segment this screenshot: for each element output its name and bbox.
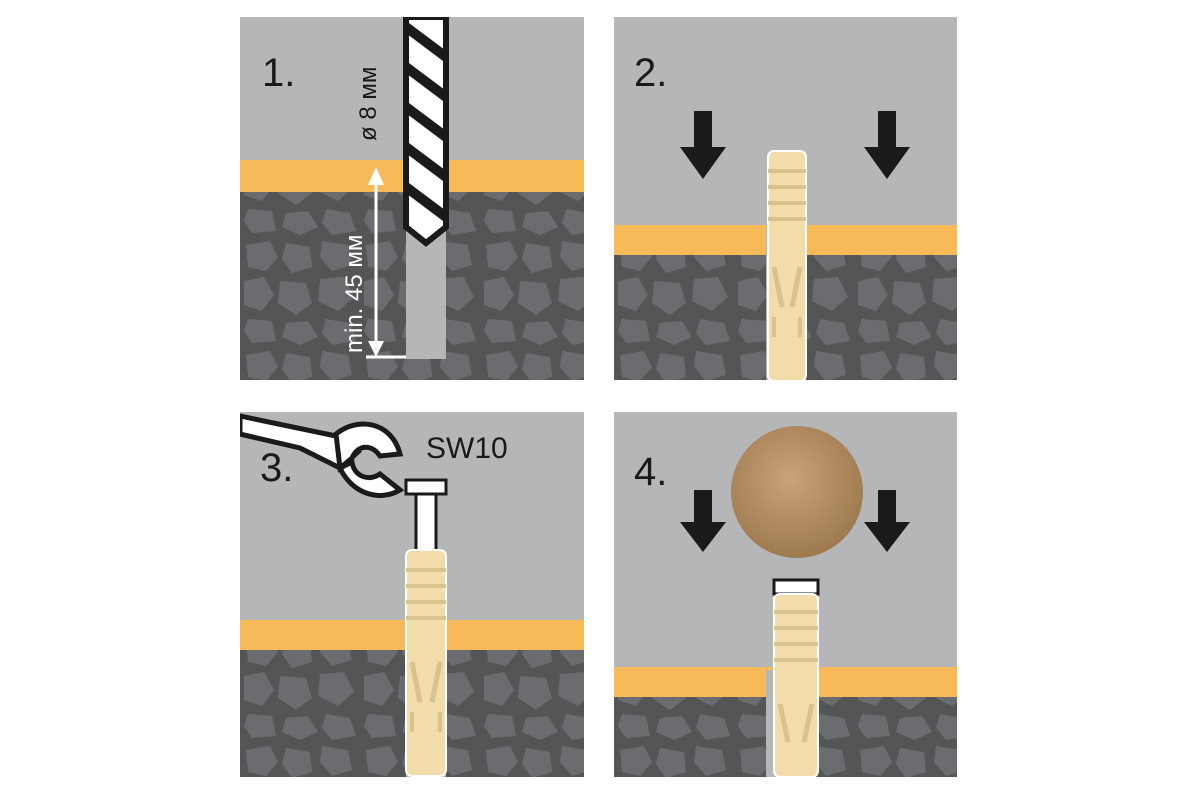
step-number: 4. xyxy=(634,450,668,494)
depth-label: min. 45 мм xyxy=(341,235,368,353)
ball-icon xyxy=(731,426,863,558)
down-arrow-icon xyxy=(864,490,910,552)
wrench-size-label: SW10 xyxy=(426,432,508,465)
step-3-illustration: SW10 xyxy=(240,413,584,777)
step-2-illustration xyxy=(614,111,957,380)
down-arrow-icon xyxy=(864,111,910,179)
wall-plug-icon xyxy=(767,150,807,380)
step-3-panel: SW10 3. xyxy=(240,412,584,777)
down-arrow-icon xyxy=(680,490,726,552)
wall-plug-icon xyxy=(773,593,819,777)
step-number: 1. xyxy=(262,51,296,95)
drill-bit-icon xyxy=(403,17,449,247)
step-number: 2. xyxy=(634,51,668,95)
step-1-illustration: ø 8 мм min. 45 мм xyxy=(240,17,584,380)
step-2-panel: 2. xyxy=(614,17,957,380)
diameter-label: ø 8 мм xyxy=(355,67,382,141)
step-number: 3. xyxy=(260,446,294,490)
wrench-icon xyxy=(240,413,405,498)
screw-head xyxy=(404,478,448,496)
wall-plug-icon xyxy=(405,549,447,777)
step-4-illustration xyxy=(614,426,957,777)
screw-shaft xyxy=(414,492,438,554)
screw-head xyxy=(772,578,820,596)
step-1-panel: ø 8 мм min. 45 мм 1. xyxy=(240,17,584,380)
down-arrow-icon xyxy=(680,111,726,179)
step-4-panel: 4. xyxy=(614,412,957,777)
depth-arrow xyxy=(366,167,406,359)
